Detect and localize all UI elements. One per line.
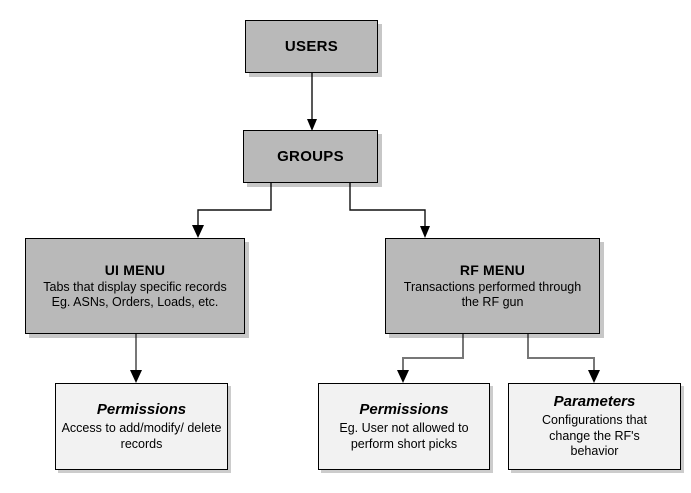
- node-users-label: USERS: [284, 37, 339, 55]
- edge-groups-to-rf-menu: [349, 183, 430, 238]
- node-users[interactable]: USERS: [245, 20, 378, 73]
- node-rf-menu[interactable]: RF MENU Transactions performed through t…: [385, 238, 600, 334]
- edge-rf-menu-to-parameters: [527, 334, 600, 383]
- node-ui-permissions[interactable]: Permissions Access to add/modify/ delete…: [55, 383, 228, 470]
- node-rf-parameters[interactable]: Parameters Configurations that change th…: [508, 383, 681, 470]
- node-rf-permissions[interactable]: Permissions Eg. User not allowed to perf…: [318, 383, 490, 470]
- edge-users-to-groups: [307, 73, 317, 131]
- node-ui-menu[interactable]: UI MENU Tabs that display specific recor…: [25, 238, 245, 334]
- node-groups-label: GROUPS: [277, 147, 344, 165]
- node-ui-permissions-label: Permissions: [96, 400, 187, 418]
- node-rf-menu-description: Transactions performed through the RF gu…: [403, 279, 582, 309]
- node-rf-permissions-description: Eg. User not allowed to perform short pi…: [339, 420, 469, 451]
- node-rf-menu-label: RF MENU: [459, 261, 526, 278]
- node-rf-permissions-label: Permissions: [359, 400, 449, 418]
- node-ui-menu-label: UI MENU: [104, 261, 166, 278]
- edge-groups-to-ui-menu: [192, 183, 272, 238]
- node-rf-parameters-description: Configurations that change the RF's beha…: [542, 413, 647, 459]
- edge-rf-menu-to-permissions: [397, 334, 464, 383]
- node-ui-menu-description: Tabs that display specific records Eg. A…: [43, 279, 227, 309]
- node-rf-parameters-label: Parameters: [553, 393, 636, 411]
- node-groups[interactable]: GROUPS: [243, 130, 378, 183]
- edge-ui-menu-to-permissions: [130, 334, 142, 383]
- node-ui-permissions-description: Access to add/modify/ delete records: [61, 420, 222, 451]
